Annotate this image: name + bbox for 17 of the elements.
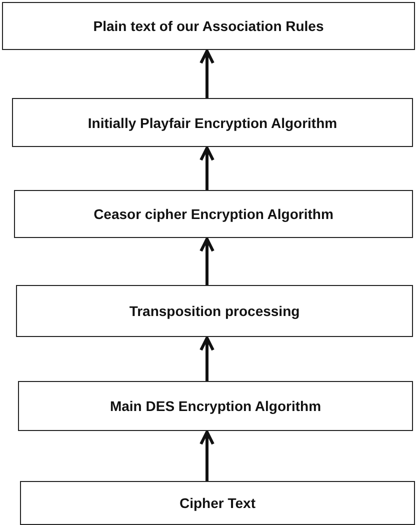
- box-label: Plain text of our Association Rules: [93, 18, 324, 34]
- arrow: [200, 50, 214, 98]
- box-label: Cipher Text: [180, 495, 256, 511]
- process-box: [18, 381, 413, 431]
- process-box: [12, 98, 413, 147]
- arrow: [200, 146, 214, 190]
- arrow: [200, 430, 214, 481]
- box-label: Initially Playfair Encryption Algorithm: [88, 114, 338, 130]
- box-label: Ceasor cipher Encryption Algorithm: [94, 206, 334, 222]
- process-box: [16, 285, 413, 337]
- box-label: Main DES Encryption Algorithm: [110, 398, 322, 414]
- process-box: [14, 190, 413, 238]
- process-box: [20, 481, 415, 525]
- process-box: [2, 2, 415, 50]
- arrow: [200, 238, 214, 285]
- arrow: [200, 336, 214, 381]
- box-label: Transposition processing: [129, 303, 300, 319]
